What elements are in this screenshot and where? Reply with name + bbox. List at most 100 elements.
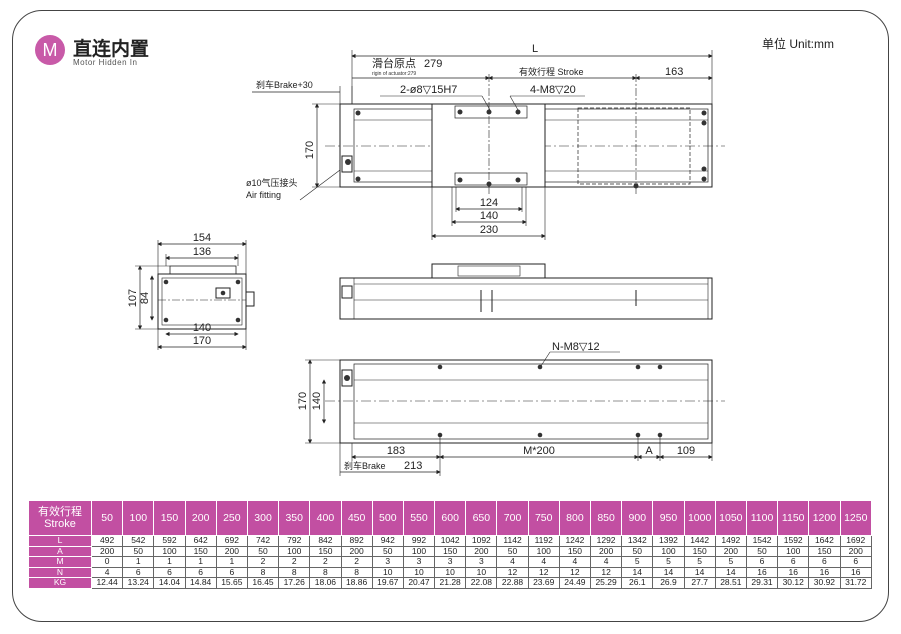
table-cell: 200: [340, 545, 373, 557]
dim-163: 163: [665, 66, 683, 78]
table-cell: 3: [434, 556, 467, 568]
side-view: [339, 263, 713, 320]
table-cell: 14: [652, 566, 685, 578]
row-label: N: [28, 566, 92, 578]
table-cell: 200: [90, 545, 124, 557]
table-cell: 1192: [527, 535, 560, 547]
stroke-value-cell: 450: [340, 500, 373, 536]
table-cell: 1592: [777, 535, 810, 547]
table-cell: 6: [839, 556, 872, 568]
table-cell: 942: [371, 535, 404, 547]
table-cell: 1492: [714, 535, 747, 547]
table-cell: 12: [558, 566, 592, 578]
table-cell: 18.06: [309, 577, 342, 589]
stroke-value-cell: 800: [558, 500, 592, 536]
stroke-value-cell: 50: [90, 500, 124, 536]
table-cell: 30.12: [777, 577, 810, 589]
stroke-value-cell: 900: [621, 500, 654, 536]
table-cell: 12: [589, 566, 623, 578]
page-subtitle: Motor Hidden In: [73, 58, 138, 67]
dim-140-bottom: 140: [311, 392, 323, 410]
brake-30-label: 刹车Brake+30: [256, 79, 313, 90]
table-cell: 50: [621, 545, 654, 557]
stroke-header-cn: 有效行程: [38, 506, 82, 518]
dim-109: 109: [677, 445, 695, 457]
unit-label: 单位 Unit:mm: [762, 37, 835, 51]
table-cell: 100: [527, 545, 560, 557]
table-cell: 1142: [496, 535, 529, 547]
table-cell: 16: [839, 566, 872, 578]
table-cell: 892: [340, 535, 373, 547]
dim-230: 230: [480, 224, 498, 236]
n-hole-spec: N-M8▽12: [552, 341, 600, 353]
dim-140-end: 140: [193, 322, 211, 334]
table-cell: 28.51: [714, 577, 747, 589]
table-cell: 4: [496, 556, 529, 568]
stroke-value-cell: 200: [184, 500, 217, 536]
table-cell: 50: [496, 545, 529, 557]
table-cell: 6: [122, 566, 155, 578]
table-cell: 150: [434, 545, 467, 557]
table-cell: 200: [215, 545, 248, 557]
row-label: KG: [28, 577, 92, 589]
end-view: [157, 265, 255, 330]
table-cell: 2: [278, 556, 311, 568]
dim-107: 107: [127, 289, 139, 307]
dim-154: 154: [193, 232, 211, 244]
table-cell: 5: [621, 556, 654, 568]
table-cell: 1342: [621, 535, 654, 547]
table-cell: 18.86: [340, 577, 373, 589]
table-cell: 2: [340, 556, 373, 568]
table-cell: 5: [652, 556, 685, 568]
stroke-value-cell: 350: [278, 500, 311, 536]
table-cell: 14.84: [184, 577, 217, 589]
table-cell: 542: [122, 535, 155, 547]
table-cell: 1042: [434, 535, 467, 547]
table-cell: 100: [278, 545, 311, 557]
dim-84: 84: [139, 292, 151, 304]
stroke-value-cell: 1100: [745, 500, 779, 536]
table-cell: 20.47: [402, 577, 436, 589]
table-cell: 6: [808, 556, 841, 568]
technical-drawing: L 滑台原点 279 rigin of actuator:279 有效行程 St…: [127, 43, 725, 476]
dim-m200: M*200: [523, 445, 555, 457]
stroke-value-cell: 750: [527, 500, 560, 536]
stroke-value-cell: 300: [246, 500, 280, 536]
table-cell: 5: [714, 556, 747, 568]
table-cell: 30.92: [808, 577, 841, 589]
table-cell: 642: [184, 535, 217, 547]
table-cell: 1642: [808, 535, 841, 547]
table-cell: 992: [402, 535, 436, 547]
table-cell: 3: [402, 556, 436, 568]
table-cell: 200: [714, 545, 747, 557]
stroke-value-cell: 850: [589, 500, 623, 536]
origin-value: 279: [424, 58, 442, 70]
table-cell: 1292: [589, 535, 623, 547]
stroke-value-cell: 950: [652, 500, 685, 536]
origin-label-en: rigin of actuator:279: [372, 71, 416, 77]
table-cell: 1392: [652, 535, 685, 547]
table-cell: 150: [309, 545, 342, 557]
table-cell: 16.45: [246, 577, 280, 589]
air-fitting-cn: ø10气压接头: [246, 177, 298, 188]
table-cell: 16: [808, 566, 841, 578]
table-cell: 22.08: [465, 577, 498, 589]
table-cell: 200: [589, 545, 623, 557]
stroke-value-cell: 400: [309, 500, 342, 536]
table-cell: 10: [402, 566, 436, 578]
table-cell: 100: [153, 545, 186, 557]
air-fitting-en: Air fitting: [246, 190, 281, 200]
row-label: M: [28, 556, 92, 568]
table-cell: 3: [465, 556, 498, 568]
table-cell: 26.9: [652, 577, 685, 589]
table-cell: 13.24: [122, 577, 155, 589]
table-cell: 1692: [839, 535, 872, 547]
stroke-value-cell: 150: [153, 500, 186, 536]
table-cell: 14: [714, 566, 747, 578]
table-cell: 1442: [683, 535, 716, 547]
brake-213-value: 213: [404, 460, 422, 472]
table-cell: 23.69: [527, 577, 560, 589]
table-cell: 200: [839, 545, 872, 557]
